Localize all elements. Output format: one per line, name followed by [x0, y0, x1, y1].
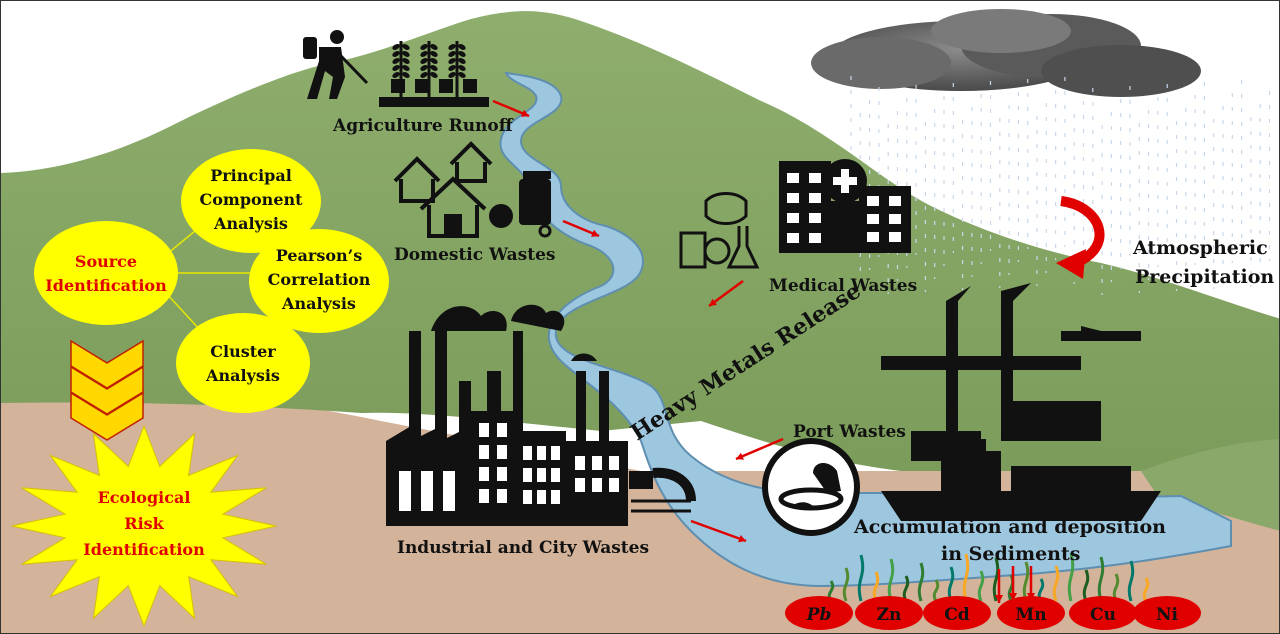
metal-oval-cu: Cu: [1069, 596, 1137, 630]
metal-label-cu: Cu: [1090, 605, 1116, 625]
metal-label-cd: Cd: [944, 605, 970, 625]
metal-label-zn: Zn: [877, 605, 902, 625]
medical-wastes-label: Medical Wastes: [769, 276, 917, 296]
cluster-line-2: Analysis: [205, 366, 280, 385]
cargo-ship-icon: [881, 439, 1161, 521]
pca-line-1: Principal: [210, 166, 292, 185]
source-line-2: Identification: [45, 276, 167, 295]
cluster-bubble: Cluster Analysis: [176, 313, 310, 413]
metal-label-ni: Ni: [1156, 605, 1179, 625]
pearson-line-1: Pearson’s: [276, 246, 362, 265]
pca-line-2: Component: [199, 190, 303, 209]
houses-icon: [393, 141, 493, 238]
metal-label-mn: Mn: [1015, 605, 1046, 625]
precipitation-label: Precipitation: [1135, 266, 1274, 288]
metal-oval-pb: Pb: [785, 596, 853, 630]
source-line-1: Source: [75, 252, 137, 271]
sediments-label: in Sediments: [941, 543, 1080, 565]
agriculture-runoff-label: Agriculture Runoff: [332, 116, 514, 136]
hospital-icon: [779, 159, 911, 253]
atmospheric-label: Atmospheric: [1132, 237, 1268, 259]
source-identification-bubble: Source Identification: [34, 221, 178, 325]
right-shore-hill: [1141, 439, 1279, 531]
down-chevrons-icon: [70, 339, 144, 441]
curved-arrow-icon: [1056, 196, 1105, 279]
ecological-risk-starburst: [11, 424, 277, 628]
domestic-wastes-label: Domestic Wastes: [394, 245, 555, 265]
waste-bin-icon: [489, 171, 552, 238]
factory-icon: [386, 304, 628, 526]
risk-line-3: Identification: [83, 540, 205, 559]
port-waste-icon: [762, 438, 860, 536]
rain-cloud-icon: [811, 9, 1201, 97]
risk-line-2: Risk: [124, 514, 164, 533]
pca-line-3: Analysis: [213, 214, 288, 233]
metal-ovals: Pb Zn Cd Mn Cu Ni: [785, 596, 1201, 630]
industrial-city-wastes-label: Industrial and City Wastes: [397, 538, 649, 558]
pearson-bubble: Pearson’s Correlation Analysis: [249, 229, 389, 333]
medical-waste-icon: [679, 192, 760, 269]
outfall-pipe-icon: [629, 467, 696, 513]
accumulation-label: Accumulation and deposition: [853, 516, 1166, 538]
metal-oval-zn: Zn: [855, 596, 923, 630]
pearson-line-2: Correlation: [268, 270, 371, 289]
metal-oval-cd: Cd: [923, 596, 991, 630]
pca-bubble: Principal Component Analysis: [181, 149, 321, 253]
port-wastes-label: Port Wastes: [793, 422, 906, 442]
metal-oval-mn: Mn: [997, 596, 1065, 630]
cluster-line-1: Cluster: [210, 342, 276, 361]
crop-field-icon: [379, 41, 489, 107]
pearson-line-3: Analysis: [281, 294, 356, 313]
farmer-sprayer-icon: [303, 30, 369, 99]
metal-oval-ni: Ni: [1133, 596, 1201, 630]
metal-label-pb: Pb: [806, 605, 832, 625]
flow-arrows: [492, 99, 1035, 603]
risk-line-1: Ecological: [98, 488, 191, 507]
